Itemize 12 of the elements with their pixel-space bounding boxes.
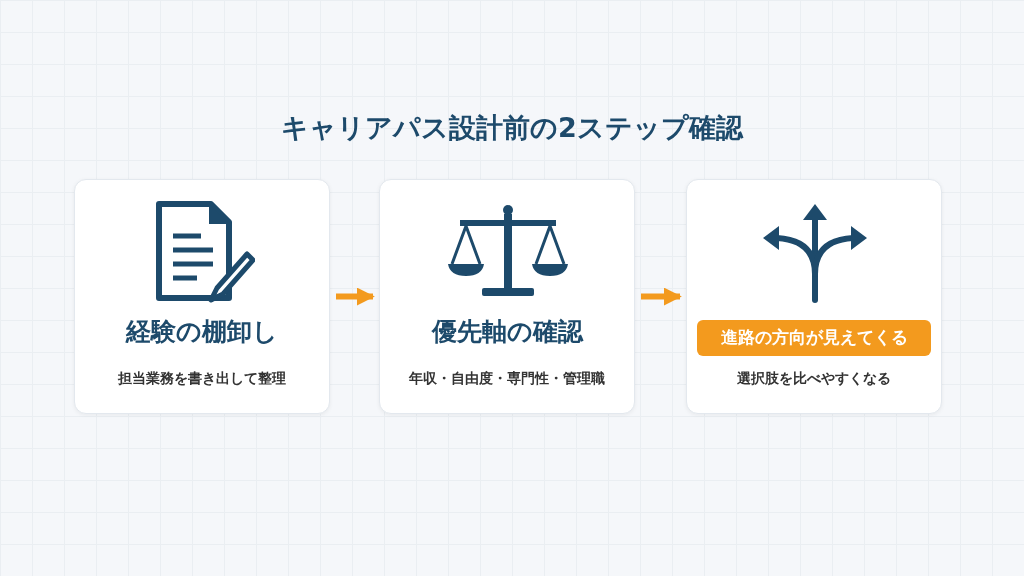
step-card xyxy=(379,179,635,414)
step-description: 年収・自由度・専門性・管理職 xyxy=(408,369,606,388)
arrow xyxy=(641,287,682,306)
step-card xyxy=(686,179,942,414)
step-description: 選択肢を比べやすくなる xyxy=(736,369,892,388)
step-description: 担当業務を書き出して整理 xyxy=(117,369,287,388)
arrow xyxy=(336,287,375,306)
step-heading: 優先軸の確認 xyxy=(430,316,585,348)
title: キャリアパス設計前の2ステップ確認 xyxy=(280,111,745,145)
step-card xyxy=(74,179,330,414)
step-heading: 経験の棚卸し xyxy=(124,316,279,348)
highlight-badge: 進路の方向が見えてくる xyxy=(697,320,931,356)
